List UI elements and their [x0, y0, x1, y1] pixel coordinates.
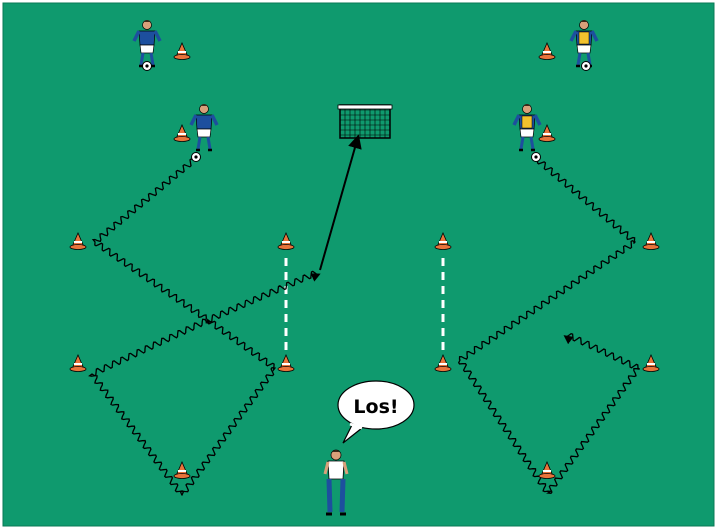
ball-icon [532, 153, 541, 162]
coach-call-text: Los! [353, 396, 398, 418]
ball-icon [582, 62, 591, 71]
ball-icon [192, 153, 201, 162]
ball-icon [143, 62, 152, 71]
pitch-background [3, 3, 714, 526]
